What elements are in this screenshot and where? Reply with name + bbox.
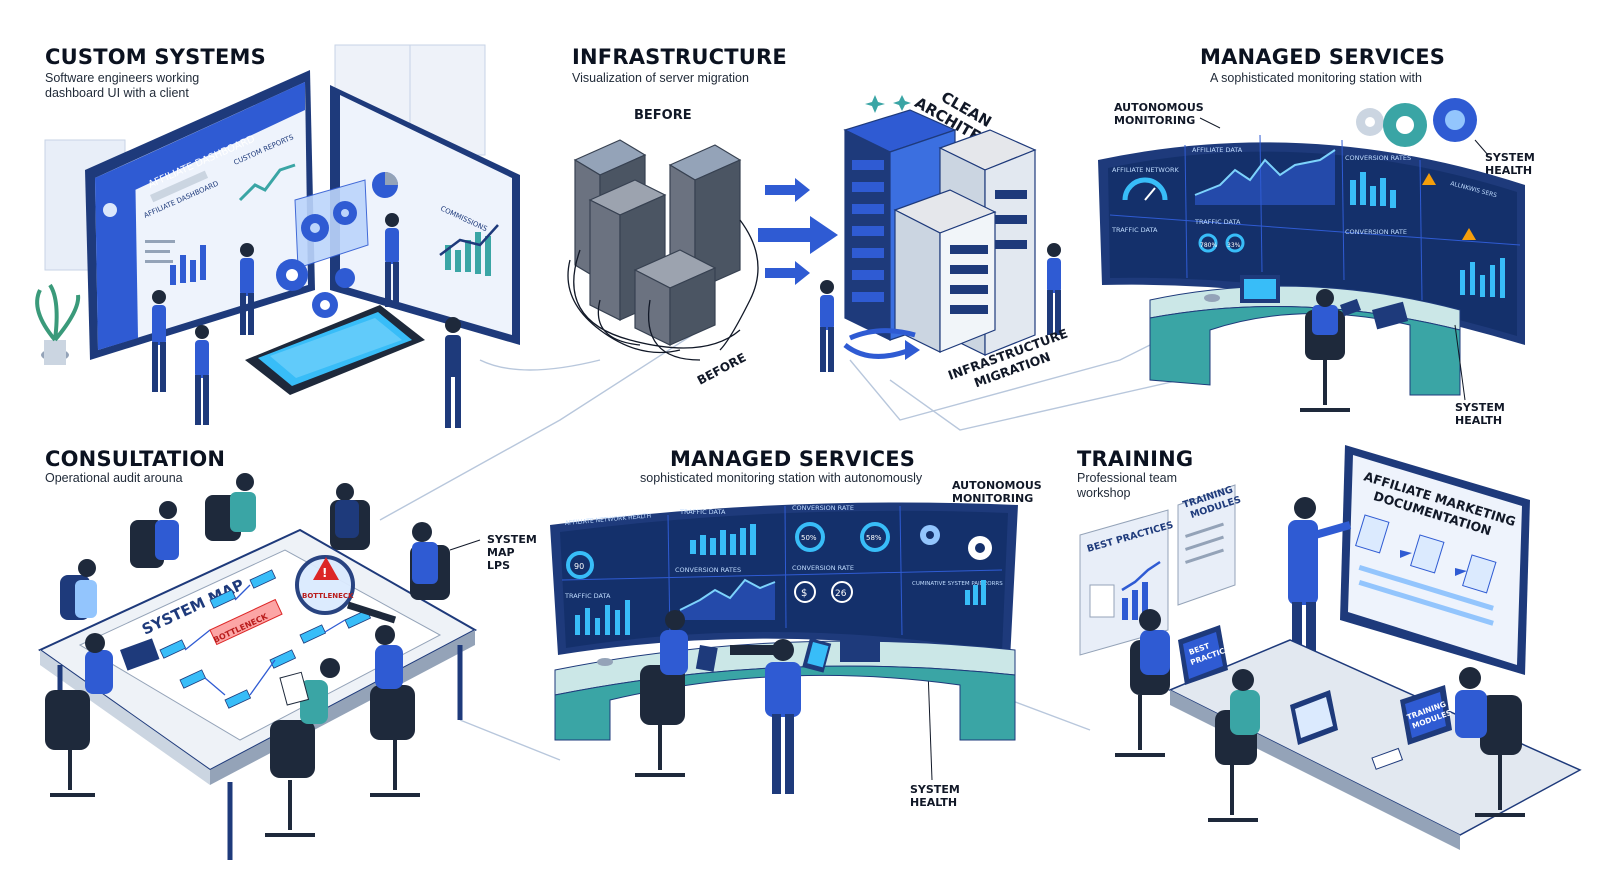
panel-title: CONSULTATION <box>45 447 226 471</box>
custom-systems-illustration: AFFILIATE DASHBOARD AFFILIATE DASHBOARD … <box>35 44 520 428</box>
label-before-bottom: BEFORE <box>695 350 749 387</box>
gear-icon <box>276 201 357 318</box>
screen-percent-a: 780% <box>1200 242 1217 249</box>
infrastructure-illustration: BEFORE CLEANARCHITECTURE <box>567 88 1070 390</box>
gauge-value-b: 50% <box>801 534 817 542</box>
panel-subtitle: Visualization of server migration <box>572 71 749 85</box>
panel-consultation: CONSULTATION Operational audit arouna SY… <box>0 440 540 893</box>
panel-title: CUSTOM SYSTEMS <box>45 45 266 69</box>
screen-traffic-data-b: TRAFFIC DATA <box>564 592 611 600</box>
panel-title: MANAGED SERVICES <box>1200 45 1446 69</box>
screen-conversion-rates: CONVERSION RATES <box>1345 154 1411 162</box>
gauge-value-a: 90 <box>574 562 584 571</box>
panel-training: TRAINING Professional team workshop BEST… <box>1060 440 1600 893</box>
panel-subtitle: Operational audit arouna <box>45 471 183 485</box>
screen-cuminative: CUMINATIVE SYSTEM PAINEORRS <box>912 581 1003 587</box>
screen-affiliate-data: AFFILIATE DATA <box>1192 146 1243 154</box>
screen-conversion-rate: CONVERSION RATE <box>1345 228 1407 236</box>
label-system-health-top: SYSTEM HEALTH <box>1485 151 1535 177</box>
consultation-illustration: SYSTEM MAP BOTTLENECK ! BOTTLENECK <box>38 473 481 860</box>
kpi-dollar: $ <box>801 588 807 599</box>
managed-top-illustration: AFFILIATE NETWORK AFFILIATE DATA CONVERS… <box>1098 98 1525 412</box>
label-before-top: BEFORE <box>634 108 692 123</box>
gear-icon <box>920 525 992 560</box>
label-system-health: SYSTEM HEALTH <box>910 783 960 809</box>
screen-affiliate-network: AFFILIATE NETWORK <box>1112 166 1179 174</box>
label-system-health-bottom: SYSTEM HEALTH <box>1455 401 1505 427</box>
panel-subtitle: sophisticated monitoring station with au… <box>640 471 923 485</box>
training-illustration: BEST PRACTICES TRAININGMODULES AFFILIATE… <box>1079 445 1582 850</box>
managed-center-illustration: AFFILIATE NETWORK HEALTH 90 TRAFFIC DATA… <box>550 502 1018 794</box>
screen-traffic-data-b: TRAFFIC DATA <box>1194 218 1241 226</box>
panel-title: TRAINING <box>1077 447 1194 471</box>
panel-subtitle: Professional team workshop <box>1077 471 1178 500</box>
screen-traffic-data-a: TRAFFIC DATA <box>1111 226 1158 234</box>
icon-warning-mark: ! <box>322 566 327 580</box>
label-bottleneck-badge: BOTTLENECK <box>302 592 354 600</box>
panel-title: MANAGED SERVICES <box>670 447 916 471</box>
panel-subtitle: A sophisticated monitoring station with <box>1210 71 1422 85</box>
kpi-number: 26 <box>835 589 847 599</box>
panel-infrastructure: INFRASTRUCTURE Visualization of server m… <box>540 0 1100 440</box>
screen-conversion-rate-a: CONVERSION RATE <box>792 504 854 512</box>
screen-conversion-rates: CONVERSION RATES <box>675 566 741 574</box>
screen-conversion-rate-b: CONVERSION RATE <box>792 564 854 572</box>
panel-custom-systems: CUSTOM SYSTEMS Software engineers workin… <box>0 0 540 440</box>
panel-subtitle: Software engineers working dashboard UI … <box>45 71 200 100</box>
screen-percent-b: 33% <box>1227 242 1241 249</box>
panel-managed-services-center: MANAGED SERVICES sophisticated monitorin… <box>540 440 1060 893</box>
screen-traffic-data-a: TRAFFIC DATA <box>679 508 726 516</box>
panel-title: INFRASTRUCTURE <box>572 45 787 69</box>
panel-managed-services-top: MANAGED SERVICES A sophisticated monitor… <box>1080 0 1600 440</box>
label-autonomous-monitoring: AUTONOMOUS MONITORING <box>952 479 1042 505</box>
gear-icon <box>1356 98 1477 147</box>
label-system-map-lps: SYSTEM MAP LPS <box>487 533 537 572</box>
label-autonomous-monitoring: AUTONOMOUS MONITORING <box>1114 101 1204 127</box>
gauge-value-c: 58% <box>866 534 882 542</box>
